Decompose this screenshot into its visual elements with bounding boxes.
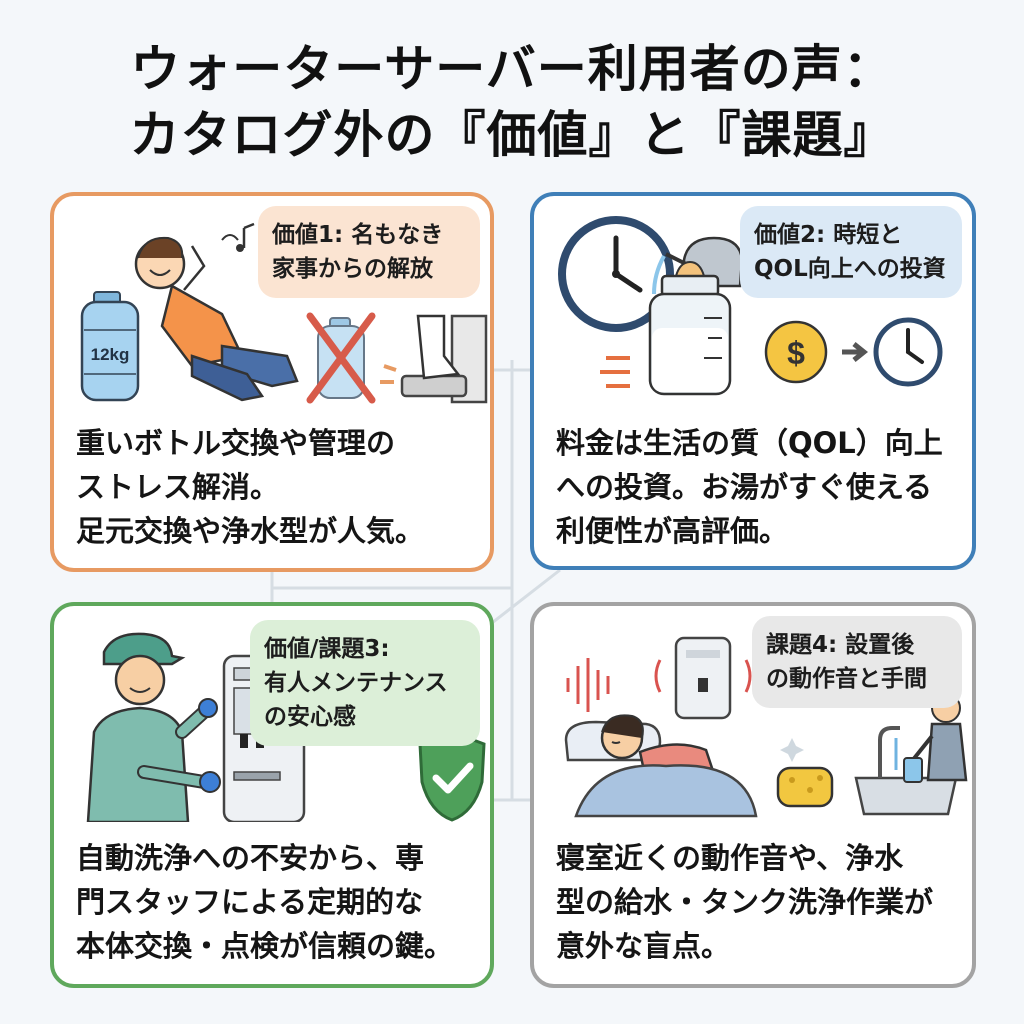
sponge-icon xyxy=(776,738,834,808)
relaxing-person-illustration: 12kg xyxy=(80,222,488,404)
music-note-icon xyxy=(221,222,255,252)
card-value-issue-3: 価値/課題3: 有人メンテナンス の安心感 自動洗浄への不安から、専 門スタッフ… xyxy=(50,602,494,988)
card-2-tag: 価値2: 時短と QOL向上への投資 xyxy=(740,206,962,298)
shield-check-icon xyxy=(418,730,486,822)
card-4-description: 寝室近くの動作音や、浄水 型の給水・タンク洗浄作業が 意外な盲点。 xyxy=(556,836,933,968)
foot-pedal-exchange-icon xyxy=(380,314,488,404)
card-value-1: 12kg 価値1: 名もなき 家事 xyxy=(50,192,494,572)
sound-wave-icon xyxy=(566,658,610,712)
title-line-1: ウォーターサーバー利用者の声： xyxy=(130,40,894,98)
description-line: ストレス解消。 xyxy=(76,470,280,504)
description-line: 寝室近くの動作音や、浄水 xyxy=(556,841,904,875)
noise-and-cleaning-illustration xyxy=(564,636,968,818)
tag-line: 価値2: 時短と xyxy=(754,222,903,248)
description-line: 足元交換や浄水型が人気。 xyxy=(76,514,425,548)
washing-sink-icon xyxy=(854,693,968,816)
tag-line: 有人メンテナンス xyxy=(264,670,448,696)
sleeping-person-icon xyxy=(564,714,758,818)
description-line: 型の給水・タンク洗浄作業が xyxy=(556,885,934,919)
tag-line: 価値1: 名もなき xyxy=(272,222,444,248)
coin-icon: $ xyxy=(764,320,828,384)
crossed-out-bottle-icon xyxy=(306,312,376,404)
tag-line: 課題4: 設置後 xyxy=(766,632,915,658)
description-line: 意外な盲点。 xyxy=(556,929,731,963)
description-line: 料金は生活の質（QOL）向上 xyxy=(556,426,943,460)
description-line: 本体交換・点検が信頼の鍵。 xyxy=(76,929,454,963)
card-1-description: 重いボトル交換や管理の ストレス解消。 足元交換や浄水型が人気。 xyxy=(76,421,424,553)
title-line-2: カタログ外の『価値』と『課題』 xyxy=(129,106,895,164)
water-bottle-icon xyxy=(80,291,140,402)
card-issue-4: 課題4: 設置後 の動作音と手間 寝室近くの動作音や、浄水 型の給水・タンク洗浄… xyxy=(530,602,976,988)
technician-figure xyxy=(86,632,221,822)
arrow-right-icon xyxy=(842,342,869,362)
compact-dispenser-icon xyxy=(654,636,752,720)
baby-bottle-icon xyxy=(600,260,732,396)
tag-line: 家事からの解放 xyxy=(272,256,433,282)
svg-text:$: $ xyxy=(787,335,805,371)
tag-line: の動作音と手間 xyxy=(766,666,927,692)
page-title: ウォーターサーバー利用者の声： カタログ外の『価値』と『課題』 xyxy=(0,36,1024,168)
description-line: への投資。お湯がすぐ使える xyxy=(556,470,933,504)
time-saving-illustration: $ xyxy=(558,216,943,396)
tag-line: 価値/課題3: xyxy=(264,636,390,662)
description-line: 利便性が高評価。 xyxy=(556,514,789,548)
description-line: 重いボトル交換や管理の xyxy=(76,426,396,460)
wall-clock-icon xyxy=(558,216,674,332)
bottle-weight-label: 12kg xyxy=(91,345,130,364)
description-line: 門スタッフによる定期的な xyxy=(76,885,424,919)
card-1-tag: 価値1: 名もなき 家事からの解放 xyxy=(258,206,480,298)
tag-line: QOL向上への投資 xyxy=(754,256,946,282)
card-value-2: $ 価値2: 時短と QOL向上への投資 料金は生活の質（QOL）向上 への投資… xyxy=(530,192,976,570)
card-2-description: 料金は生活の質（QOL）向上 への投資。お湯がすぐ使える 利便性が高評価。 xyxy=(556,421,943,553)
card-3-tag: 価値/課題3: 有人メンテナンス の安心感 xyxy=(250,620,480,746)
card-4-tag: 課題4: 設置後 の動作音と手間 xyxy=(752,616,962,708)
card-3-description: 自動洗浄への不安から、専 門スタッフによる定期的な 本体交換・点検が信頼の鍵。 xyxy=(76,836,453,968)
small-clock-icon xyxy=(873,317,943,387)
description-line: 自動洗浄への不安から、専 xyxy=(76,841,425,875)
tag-line: の安心感 xyxy=(264,704,356,730)
